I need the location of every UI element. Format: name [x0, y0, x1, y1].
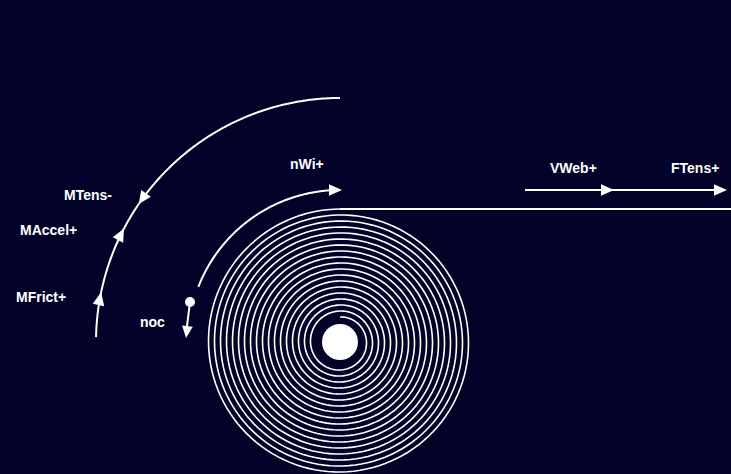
- speed-arrowhead: [329, 184, 342, 196]
- quantity-label: MAccel+: [20, 222, 77, 238]
- quantity-label: FTens+: [671, 160, 719, 176]
- noc-arrow: [187, 302, 190, 326]
- quantity-label: MTens-: [64, 187, 112, 203]
- moment-friction-arrowhead: [93, 292, 104, 306]
- quantity-label: noc: [140, 314, 165, 330]
- noc-arrowhead: [182, 325, 193, 338]
- speed-arc: [198, 190, 332, 287]
- moment-tension-arrowhead: [139, 190, 151, 204]
- web: [340, 208, 731, 210]
- tension-arrow: [612, 189, 716, 191]
- moment-arc: [96, 98, 340, 337]
- roll-core: [322, 324, 358, 360]
- tension-arrowhead: [714, 184, 727, 196]
- quantity-label: nWi+: [290, 156, 324, 172]
- web-speed-arrow: [525, 189, 603, 191]
- quantity-label: MFrict+: [16, 289, 66, 305]
- moment-accel-arrowhead: [113, 229, 124, 243]
- quantity-label: VWeb+: [550, 160, 597, 176]
- wound-roll: [209, 209, 469, 472]
